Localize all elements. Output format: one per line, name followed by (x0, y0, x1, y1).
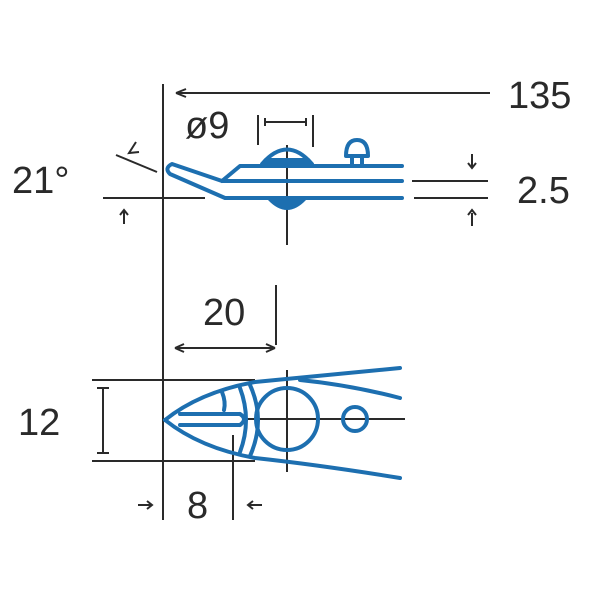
spring-hole-circle (341, 405, 369, 433)
arrow-left-icon (175, 88, 187, 98)
head-width-label: 12 (18, 402, 60, 444)
jaw-upper-edge (220, 164, 404, 183)
joint-diameter-label: ø9 (185, 105, 229, 147)
side-view (103, 84, 490, 520)
cutting-blade (178, 412, 246, 427)
head-outline-top (163, 366, 402, 422)
angle-leader-line (115, 154, 158, 173)
arrow-up-icon (119, 208, 129, 224)
rivet-head-bottom (268, 200, 306, 210)
arrow-up-icon (467, 208, 477, 226)
jaw-arc (238, 386, 248, 454)
double-arrow-icon (174, 343, 276, 353)
cutting-edge-length-label: 8 (187, 485, 208, 527)
head-outline-bottom (163, 418, 402, 480)
jaw-arc (220, 390, 227, 412)
arrow-down-icon (467, 154, 477, 170)
joint-circle (254, 386, 320, 452)
arrow-ticks-icon (264, 118, 307, 126)
overall-length-label: 135 (508, 75, 571, 117)
top-view (92, 285, 405, 520)
spring-knob-stem (350, 154, 364, 168)
spring-knob (344, 138, 370, 158)
handle-inner-line (298, 378, 402, 400)
joint-to-tip-label: 20 (203, 292, 245, 334)
arrow-down-left-icon (127, 141, 140, 155)
arrow-left-icon (246, 500, 262, 510)
head-angle-label: 21° (12, 160, 69, 202)
arrow-right-icon (138, 500, 154, 510)
jaw-lower-edge (165, 162, 404, 200)
head-thickness-label: 2.5 (517, 170, 570, 212)
width-ticks-icon (97, 387, 109, 454)
